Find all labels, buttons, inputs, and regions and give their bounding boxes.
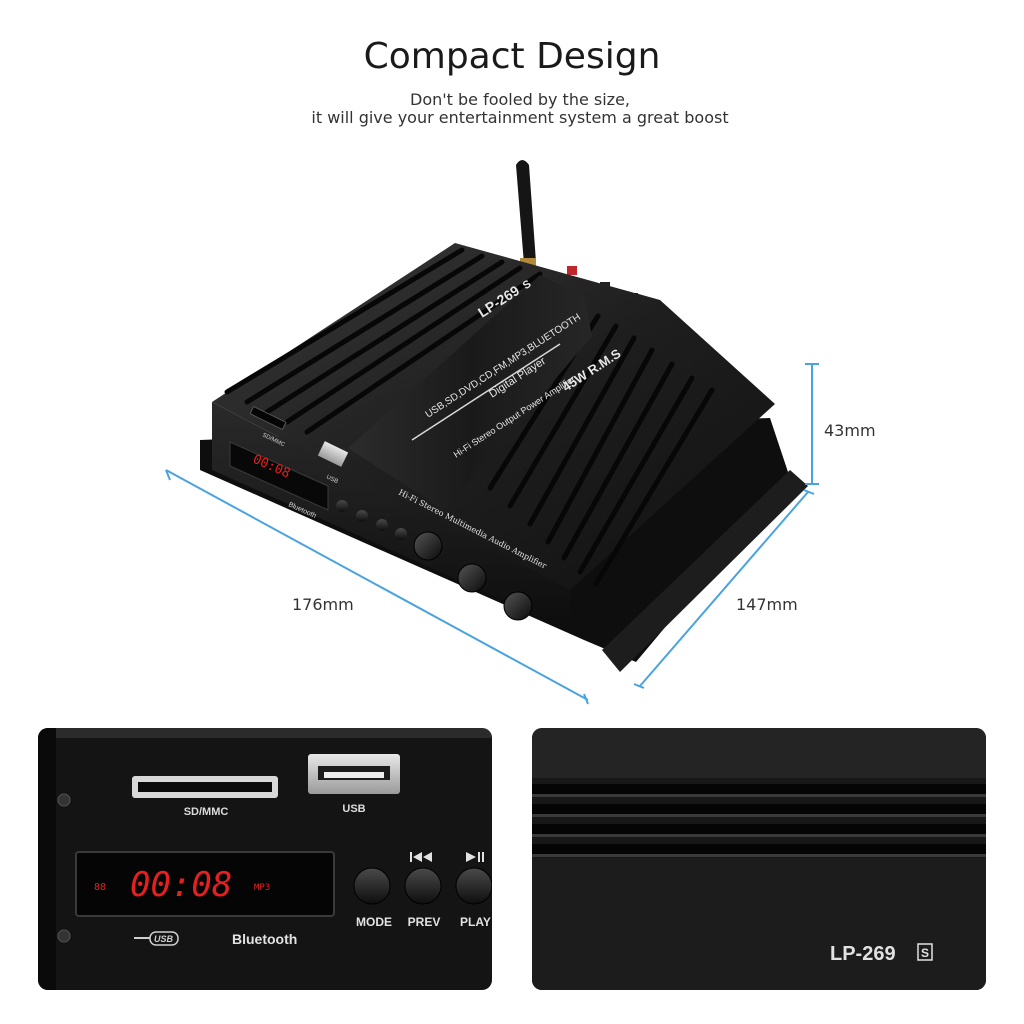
prev-button[interactable]: [404, 867, 442, 905]
antenna: [516, 160, 536, 268]
next-button-small[interactable]: [395, 528, 407, 540]
front-panel-closeup: SD/MMC USB 88 00:08 MP3 USB Bluetooth MO…: [38, 728, 492, 990]
treble-knob[interactable]: [413, 531, 443, 561]
model-label: LP-269: [830, 943, 896, 965]
mode-button-small[interactable]: [336, 500, 348, 512]
usb-port: [317, 441, 349, 467]
play-pause-icon: [466, 852, 484, 862]
bass-knob[interactable]: [457, 563, 487, 593]
led-display: [75, 851, 335, 917]
amplifier-main: LP-269 S USB,SD,DVD,CD,FM,MP3,BLUETOOTH …: [200, 160, 808, 672]
display-prefix: 88: [94, 882, 106, 893]
heat-sink-closeup: LP-269 S: [532, 728, 986, 990]
dimension-lines: [165, 363, 819, 705]
sd-slot-label: SD/MMC: [184, 806, 229, 818]
sd-slot: [249, 405, 287, 431]
depth-dimension-label: 147mm: [736, 595, 798, 614]
usb-label-small: USB: [325, 474, 339, 485]
play-button[interactable]: [455, 867, 492, 905]
subtitle-line-1: Don't be fooled by the size,: [410, 90, 630, 109]
play-button-label: PLAY: [460, 915, 491, 929]
usb-logo-icon: USB: [134, 931, 179, 946]
depth-dimension-line: [639, 491, 809, 687]
page-title: Compact Design: [363, 36, 661, 77]
height-dimension-label: 43mm: [824, 421, 876, 440]
usb-logo-text: USB: [154, 934, 174, 944]
prev-button-small[interactable]: [356, 510, 368, 522]
subtitle-line-2: it will give your entertainment system a…: [311, 108, 729, 127]
bluetooth-label: Bluetooth: [232, 931, 297, 947]
display-time: 00:08: [130, 865, 232, 905]
width-dimension-label: 176mm: [292, 595, 354, 614]
mode-button-label: MODE: [356, 915, 392, 929]
prev-icon: [410, 852, 432, 862]
model-badge: S: [921, 946, 929, 960]
mode-button[interactable]: [353, 867, 391, 905]
usb-label: USB: [342, 803, 365, 815]
width-dimension-line: [165, 469, 589, 701]
display-suffix: MP3: [254, 883, 270, 893]
display-window: [229, 441, 329, 511]
play-button-small[interactable]: [376, 519, 388, 531]
model-badge-box: [917, 943, 933, 961]
prev-button-label: PREV: [408, 915, 441, 929]
label-panel: [348, 275, 592, 510]
volume-knob[interactable]: [503, 591, 533, 621]
front-controls: SD/MMC USB 00:08 Bluetooth: [229, 405, 533, 621]
